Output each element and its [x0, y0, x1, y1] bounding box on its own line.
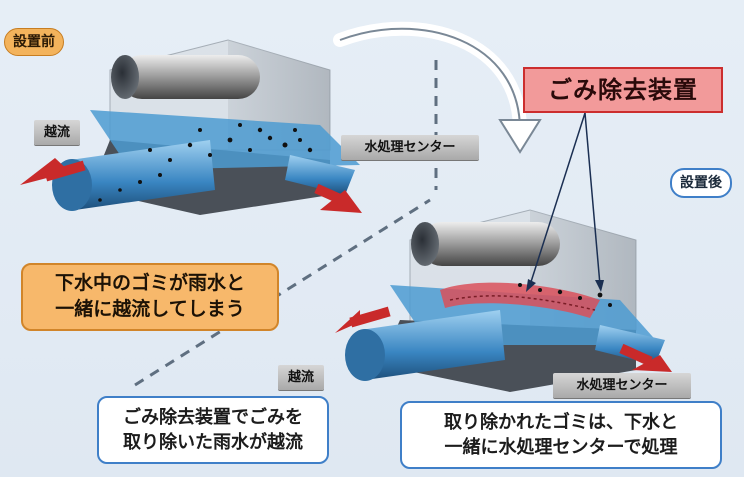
overflow-pipe-top — [70, 140, 215, 210]
overflow-arrow-bottom-shaft — [349, 306, 391, 328]
overflow-pipe-bottom-end — [345, 329, 385, 381]
device-pointer-right-head — [595, 280, 604, 292]
transition-arrow-outline — [339, 27, 521, 131]
plate-water-center-top: 水処理センター — [341, 135, 479, 160]
outflow-arrow-bottom-shaft — [619, 343, 653, 367]
label-before-installation: 設置前 — [4, 28, 64, 56]
callout-after-left: ごみ除去装置でごみを 取り除いた雨水が越流 — [97, 396, 329, 464]
overflow-arrow-top — [20, 158, 70, 185]
outflow-pipe-top — [285, 155, 355, 195]
callout-after-right-line-2: 一緒に水処理センターで処理 — [444, 437, 678, 458]
plate-overflow-bottom: 越流 — [278, 365, 325, 390]
plate-water-center-bottom: 水処理センター — [553, 373, 691, 398]
debris-bottom — [518, 283, 612, 307]
overflow-arrow-bottom — [335, 310, 360, 333]
diagram-before — [20, 39, 362, 215]
separator-dashed-line — [134, 198, 431, 387]
inflow-pipe-top — [120, 55, 260, 99]
outflow-arrow-bottom — [632, 355, 672, 372]
transition-arrow-head — [498, 119, 542, 154]
label-after-installation: 設置後 — [670, 168, 732, 198]
callout-before-line-2: 一緒に越流してしまう — [55, 298, 245, 320]
overflow-pipe-bottom — [360, 310, 505, 380]
inflow-pipe-bottom-end — [411, 222, 439, 266]
callout-before-line-1: 下水中のゴミが雨水と — [54, 272, 245, 295]
outflow-arrow-top-shaft — [314, 183, 348, 207]
screening-device-mesh — [449, 295, 596, 311]
device-pointer-right — [584, 112, 601, 286]
diagram-after — [335, 209, 672, 392]
transition-arrow — [333, 21, 527, 137]
device-pointer-left — [529, 112, 586, 286]
callout-after-left-line-1: ごみ除去装置でごみを — [123, 406, 303, 428]
overflow-arrow-top-shaft — [44, 160, 86, 182]
callout-before: 下水中のゴミが雨水と 一緒に越流してしまう — [21, 263, 279, 331]
callout-after-left-line-2: 取り除いた雨水が越流 — [123, 432, 303, 453]
debris-top — [98, 123, 313, 202]
label-debris-removal-device: ごみ除去装置 — [523, 67, 723, 113]
callout-after-right-line-1: 取り除かれたゴミは、下水と — [444, 411, 678, 433]
callout-after-right: 取り除かれたゴミは、下水と 一緒に水処理センターで処理 — [400, 401, 722, 469]
inflow-pipe-top-end — [111, 55, 139, 99]
device-pointer-left-head — [526, 279, 536, 292]
plate-overflow-top: 越流 — [34, 120, 81, 145]
inflow-pipe-bottom — [420, 222, 560, 266]
